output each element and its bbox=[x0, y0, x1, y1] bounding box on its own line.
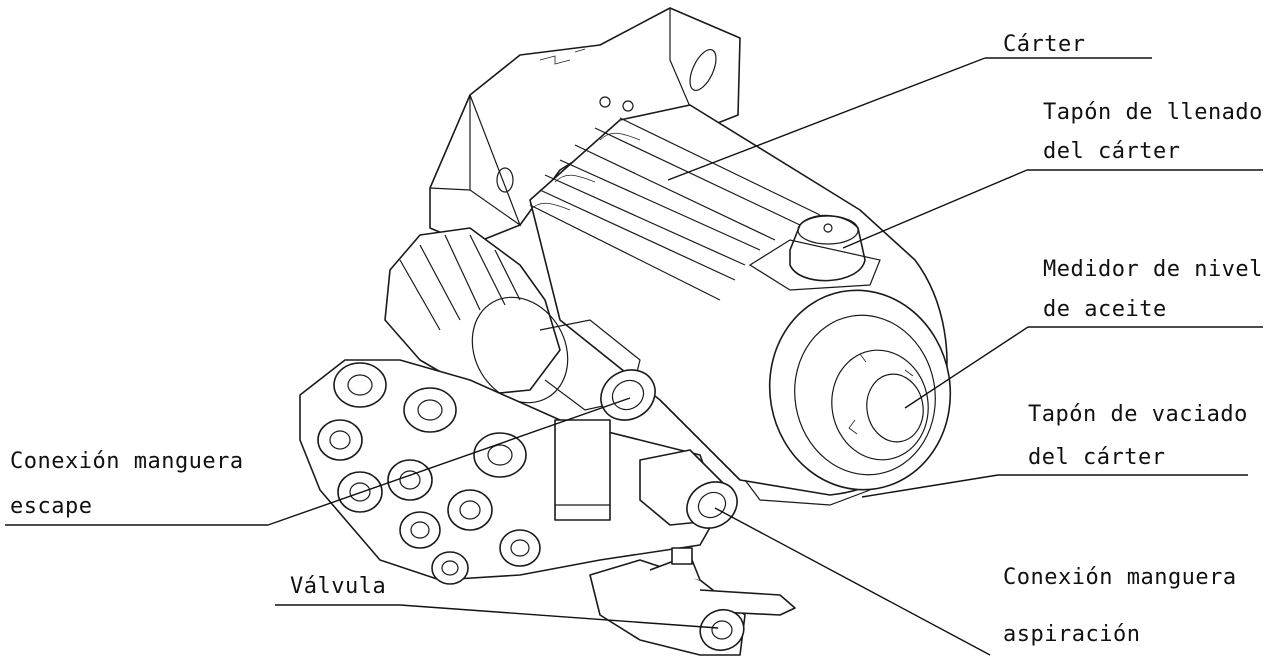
label-aspiracion-line1: Conexión manguera bbox=[1003, 565, 1237, 590]
oil-filler-cap bbox=[748, 214, 881, 291]
pressure-regulator bbox=[384, 227, 656, 421]
label-escape-line2: escape bbox=[10, 494, 93, 519]
label-medidor-line1: Medidor de nivel bbox=[1043, 257, 1263, 282]
leader-valvula bbox=[399, 604, 719, 629]
leader-llenado bbox=[842, 169, 1028, 249]
leader-vaciado bbox=[861, 474, 999, 498]
label-valvula: Válvula bbox=[290, 574, 387, 599]
label-escape-line1: Conexión manguera bbox=[10, 449, 244, 474]
leader-aspiracion bbox=[714, 507, 991, 656]
leader-medidor bbox=[904, 326, 1029, 409]
label-vaciado-line2: del cárter bbox=[1028, 445, 1166, 470]
leader-escape bbox=[267, 397, 631, 526]
pump-head bbox=[299, 359, 738, 585]
label-aspiracion-line2: aspiración bbox=[1003, 622, 1141, 647]
crankcase-body bbox=[529, 104, 952, 506]
leader-carter bbox=[667, 57, 986, 181]
ball-valve bbox=[589, 547, 796, 656]
leader-lines bbox=[5, 57, 1263, 656]
label-medidor-line2: de aceite bbox=[1043, 297, 1167, 322]
label-carter: Cárter bbox=[1003, 32, 1086, 57]
label-vaciado-line1: Tapón de vaciado bbox=[1028, 402, 1248, 427]
label-llenado-line1: Tapón de llenado bbox=[1043, 100, 1263, 125]
label-llenado-line2: del cárter bbox=[1043, 139, 1181, 164]
